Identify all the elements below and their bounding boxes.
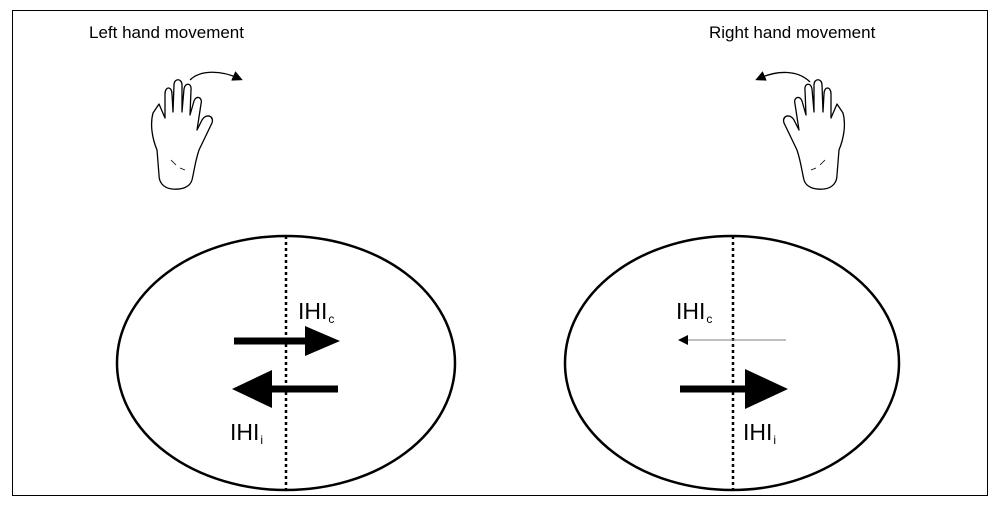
left-arrow-contralateral xyxy=(234,326,340,356)
hand-right-icon xyxy=(755,71,846,190)
left-ihi-i-label: IHIi xyxy=(230,419,264,447)
left-arrow-ipsilateral xyxy=(232,370,338,408)
right-ihi-c-label: IHIc xyxy=(676,298,713,326)
right-arrow-contralateral xyxy=(678,335,786,345)
hand-left-icon xyxy=(150,71,243,190)
figure-frame xyxy=(12,10,988,496)
right-panel-title: Right hand movement xyxy=(709,23,876,42)
right-ihi-i-label: IHIi xyxy=(743,419,777,447)
left-panel-title: Left hand movement xyxy=(89,23,244,42)
right-arrow-ipsilateral xyxy=(680,369,788,409)
left-ihi-c-label: IHIc xyxy=(298,298,335,326)
